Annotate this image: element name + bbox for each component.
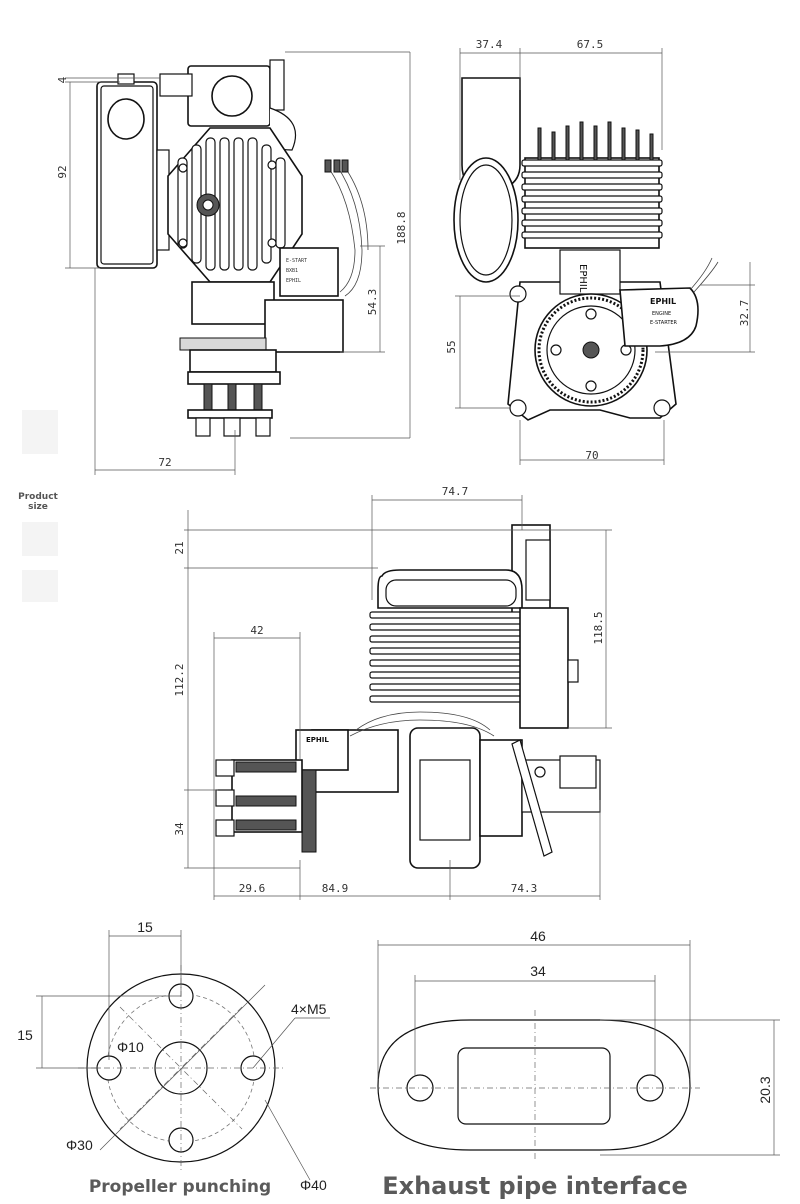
svg-text:EPHIL: EPHIL — [577, 264, 588, 293]
rear-dim-starter-height: 54.3 — [366, 289, 379, 316]
top-view-drawing: EPHIL — [215, 524, 601, 869]
top-fins — [369, 611, 529, 703]
svg-text:E-START: E-START — [286, 258, 307, 264]
product-size-line1: Product — [18, 492, 58, 502]
svg-text:BXB1: BXB1 — [286, 268, 298, 274]
product-size-line2: size — [28, 502, 48, 512]
side-tab-shade-top — [22, 410, 58, 454]
side-fins — [521, 159, 663, 239]
side-view-drawing: EPHIL — [453, 77, 719, 421]
side-dim-left-width: 37.4 — [476, 38, 503, 51]
rear-dim-total-height: 188.8 — [395, 211, 408, 244]
exhaust-dim-holes: 34 — [530, 963, 546, 979]
top-dim-front-height: 112.2 — [173, 663, 186, 696]
top-dim-rear-height: 118.5 — [592, 611, 605, 644]
prop-dim-spacing-y: 15 — [17, 1027, 33, 1043]
side-dim-right-width: 67.5 — [577, 38, 604, 51]
propeller-punching-drawing — [36, 930, 330, 1181]
side-dim-mount-width: 70 — [585, 449, 598, 462]
prop-outer-dia: Φ40 — [300, 1177, 327, 1193]
top-dim-hub-len: 29.6 — [239, 882, 266, 895]
product-size-tab[interactable]: Product size — [8, 492, 68, 512]
exhaust-dim-total: 46 — [530, 928, 546, 944]
starter-label-line2: ENGINE — [652, 311, 671, 317]
prop-center-dia: Φ10 — [117, 1039, 144, 1055]
starter-label-brand: EPHIL — [650, 297, 676, 306]
rear-view-dimensions — [65, 51, 411, 475]
exhaust-dim-height: 20.3 — [757, 1076, 773, 1103]
top-dim-tail-len: 74.3 — [511, 882, 538, 895]
top-dim-hub-height: 34 — [173, 822, 186, 836]
prop-dim-spacing-x: 15 — [137, 919, 153, 935]
side-dim-starter-box: 32.7 — [738, 300, 751, 327]
prop-bolt-circle: Φ30 — [66, 1137, 93, 1153]
side-tab-shade-bottom — [22, 570, 58, 602]
svg-text:EPHIL: EPHIL — [286, 278, 301, 284]
rear-dim-exhaust-height: 92 — [56, 165, 69, 178]
side-dim-mount-height: 55 — [445, 340, 458, 353]
rear-dim-width: 72 — [158, 456, 171, 469]
head-spikes — [537, 121, 654, 161]
rear-dim-top-offset: 4 — [56, 76, 69, 83]
propeller-caption: Propeller punching — [89, 1177, 271, 1197]
top-dim-top-gap: 21 — [173, 541, 186, 554]
top-dim-body-len: 84.9 — [322, 882, 349, 895]
starter-label-line3: E-STARTER — [650, 320, 678, 326]
side-view-dimensions — [455, 48, 755, 465]
top-view-dimensions — [184, 495, 612, 900]
prop-hole-spec: 4×M5 — [291, 1001, 327, 1017]
top-dim-cylinder-width: 74.7 — [442, 485, 469, 498]
exhaust-interface-drawing — [370, 940, 780, 1160]
svg-text:EPHIL: EPHIL — [306, 736, 329, 744]
rear-view-drawing: E-START BXB1 EPHIL — [96, 59, 369, 437]
top-dim-prop-width: 42 — [250, 624, 263, 637]
side-tab-shade-mid — [22, 522, 58, 556]
exhaust-caption: Exhaust pipe interface — [382, 1172, 688, 1200]
